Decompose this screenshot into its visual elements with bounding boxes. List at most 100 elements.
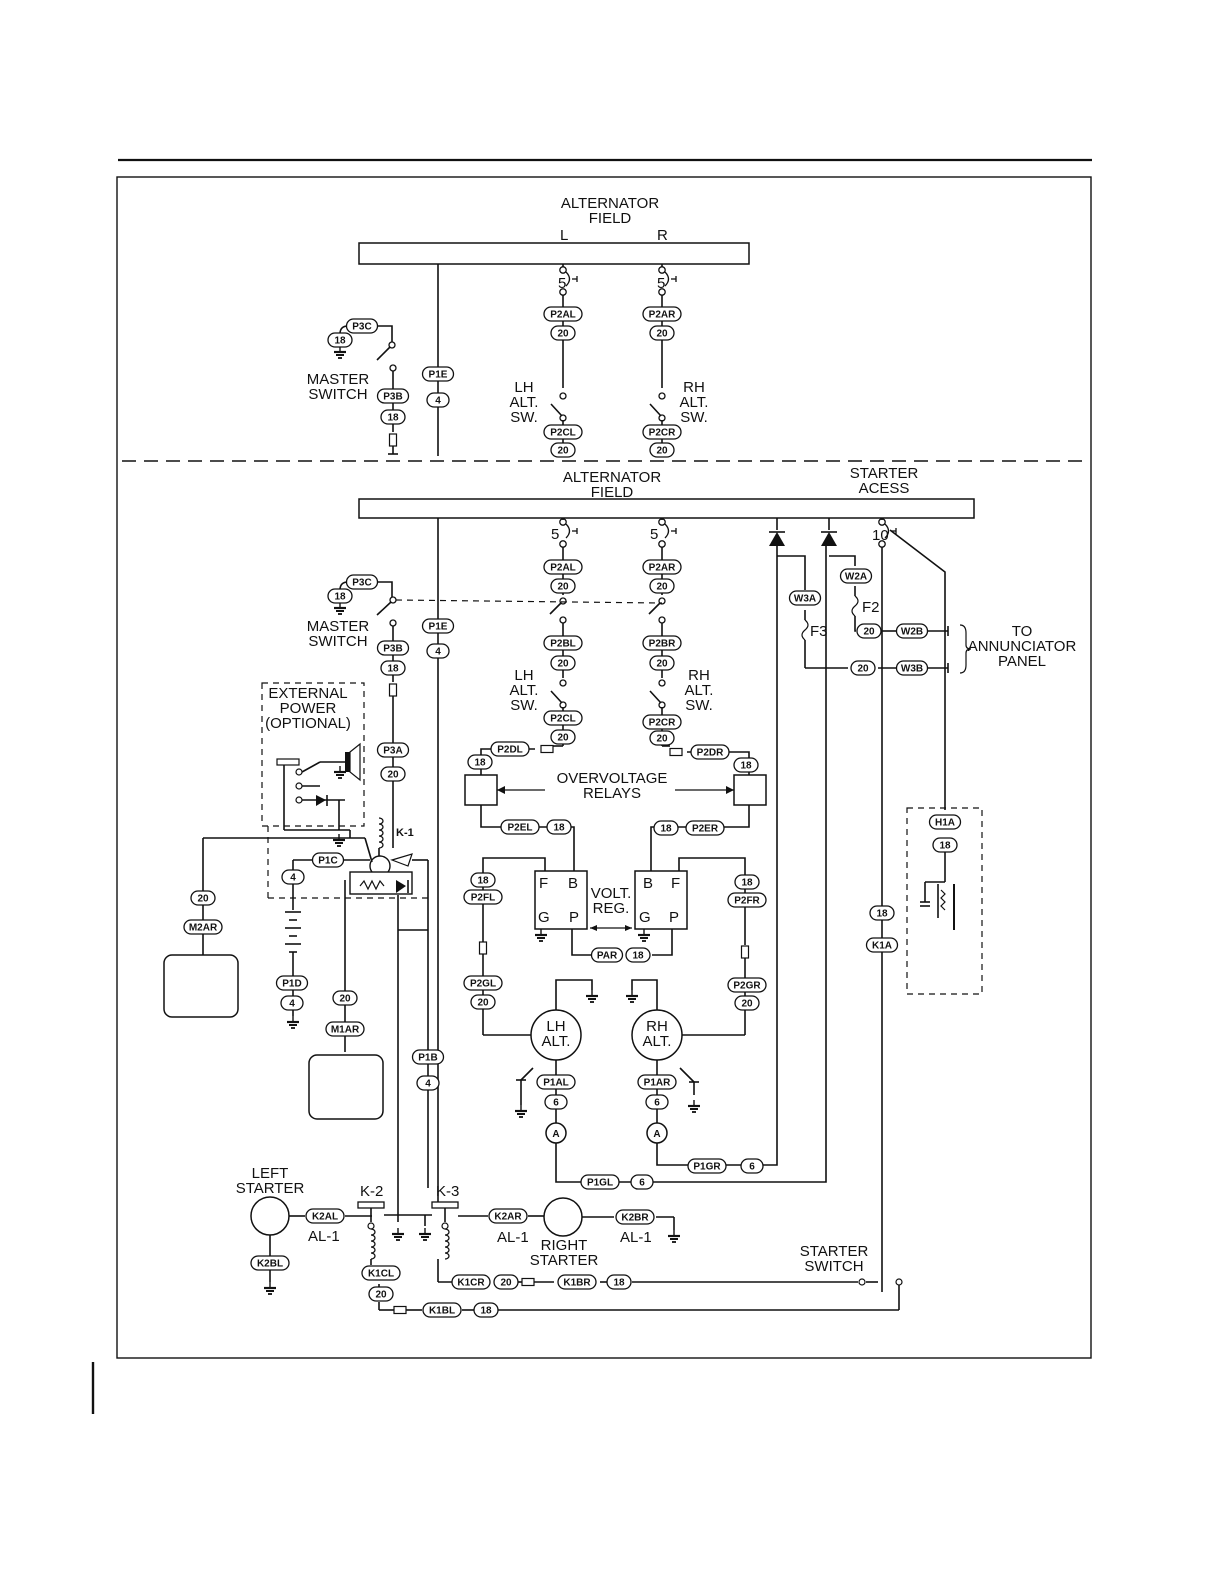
- wire-tag-bot-w3a: W3A: [788, 590, 822, 606]
- wire-tag-bot-k1cr-g: 20: [493, 1274, 519, 1290]
- wire-tag-bot-k1cl: K1CL: [361, 1265, 401, 1281]
- wire-tag-bot-m2ar: M2AR: [183, 919, 223, 935]
- wire-tag-bot-p1b: P1B: [411, 1049, 445, 1065]
- wire-tag-bot-w3b-g: 20: [850, 660, 876, 676]
- voltage-regulator-right: [634, 870, 688, 930]
- wire-tag-bot-p2bl-g: 20: [550, 655, 576, 671]
- wire-tag-text-bot-p2gr-g: 20: [741, 999, 753, 1010]
- wire-tag-text-bot-k1cl: K1CL: [368, 1269, 394, 1280]
- fuse-f2-label: F2: [862, 599, 880, 616]
- wire-tag-text-bot-p2er: P2ER: [692, 824, 719, 835]
- wire-tag-text-bot-k1bl-g: 18: [480, 1306, 492, 1317]
- wire-tag-text-bot-p1b: P1B: [418, 1053, 437, 1064]
- wire-tag-bot-p1al: P1AL: [536, 1074, 576, 1090]
- wire-tag-text-bot-m1ar: M1AR: [331, 1025, 360, 1036]
- wire-tag-top-p2ar-gauge: 20: [649, 325, 675, 341]
- bottom-wire-labels: P3C18P3B18P1E4P2AL20P2AR20P2BL20P2BR20P2…: [183, 559, 962, 1318]
- voltage-regulator-left: [534, 870, 588, 930]
- wire-tag-bot-k2al: K2AL: [305, 1208, 345, 1224]
- wire-tag-bot-p1gr: P1GR: [687, 1158, 727, 1174]
- wire-tag-bot-p1e-g: 4: [426, 643, 450, 659]
- reg-right-f: F: [671, 875, 680, 892]
- left-starter: [250, 1196, 290, 1236]
- wire-tag-bot-par: PAR: [590, 947, 624, 963]
- wire-tag-bot-p1gl-g: 6: [630, 1174, 654, 1190]
- wire-tag-text-bot-k1cl-g: 20: [375, 1290, 387, 1301]
- wire-tag-text-bot-k1bl: K1BL: [429, 1306, 455, 1317]
- reg-left-b: B: [568, 875, 578, 892]
- wire-tag-text-bot-p3a: P3A: [383, 746, 402, 757]
- wire-tag-bot-w3b: W3B: [895, 660, 929, 676]
- wire-tag-bot-p3c: P3C: [345, 574, 379, 590]
- breaker-starter: 10: [872, 527, 889, 544]
- wire-tag-bot-p2dr: P2DR: [690, 744, 730, 760]
- wire-tag-text-top-p2cl-gauge: 20: [557, 446, 569, 457]
- al1-label-left: AL-1: [308, 1228, 340, 1245]
- wire-tag-bot-p1e: P1E: [421, 618, 455, 634]
- wire-tag-bot-w2a: W2A: [839, 568, 873, 584]
- wire-tag-text-bot-p1b-g: 4: [425, 1079, 431, 1090]
- wire-tag-text-bot-k2bl: K2BL: [257, 1259, 283, 1270]
- load-box-center: [308, 1054, 384, 1120]
- wire-tag-text-bot-w2b-g: 20: [863, 627, 875, 638]
- wire-tag-text-bot-p2dl-g: 18: [474, 758, 486, 769]
- wire-tag-text-bot-p2fr: P2FR: [734, 896, 760, 907]
- wire-tag-text-top-p3c: P3C: [352, 322, 371, 333]
- wire-tag-bot-k1bl-g: 18: [473, 1302, 499, 1318]
- wire-tag-text-bot-h1a-g: 18: [939, 841, 951, 852]
- wire-tag-text-top-p3c-gauge: 18: [334, 336, 346, 347]
- wire-tag-text-bot-p3b-g: 18: [387, 664, 399, 675]
- wire-tag-text-top-p1e-gauge: 4: [435, 396, 441, 407]
- wire-tag-bot-p2fr-g: 18: [734, 874, 760, 890]
- wire-tag-text-bot-p1gl: P1GL: [587, 1178, 613, 1189]
- al1-label-right: AL-1: [620, 1229, 652, 1246]
- wire-tag-bot-p1gl: P1GL: [580, 1174, 620, 1190]
- relay-k2-label: K-2: [360, 1183, 383, 1200]
- wire-tag-bot-p2dl: P2DL: [490, 741, 530, 757]
- wire-tag-bot-p2gr: P2GR: [727, 977, 767, 993]
- wire-tag-text-bot-m2ar-g: 20: [197, 894, 209, 905]
- wire-tag-text-bot-w3a: W3A: [794, 594, 816, 605]
- wire-tag-bot-p2cl: P2CL: [543, 710, 583, 726]
- bottom-bus-bar: [358, 498, 975, 519]
- wire-tag-bot-p2br: P2BR: [642, 635, 682, 651]
- wire-tag-top-p1e: P1E: [421, 366, 455, 382]
- wire-tag-bot-p3b: P3B: [376, 640, 410, 656]
- wire-tag-bot-p2el-g: 18: [546, 819, 572, 835]
- wire-tag-text-top-p3b-gauge: 18: [387, 413, 399, 424]
- wire-tag-text-bot-w2a: W2A: [845, 572, 867, 583]
- wire-tag-text-bot-p3c: P3C: [352, 578, 371, 589]
- lh-ammeter-label: A: [552, 1129, 559, 1140]
- wire-tag-bot-p2dr-g: 18: [733, 757, 759, 773]
- wire-tag-text-bot-k1cr-g: 20: [500, 1278, 512, 1289]
- external-power-box: [261, 682, 365, 827]
- wire-tag-bot-p3b-g: 18: [380, 660, 406, 676]
- wire-tag-top-p2cl: P2CL: [543, 424, 583, 440]
- wire-tag-bot-k1br-g: 18: [606, 1274, 632, 1290]
- wire-tag-text-bot-k1br-g: 18: [613, 1278, 625, 1289]
- wire-tag-bot-m1ar-g: 20: [332, 990, 358, 1006]
- wire-tag-text-top-p2cr: P2CR: [649, 428, 676, 439]
- wire-tag-text-bot-p1c-g: 4: [290, 873, 296, 884]
- reg-right-b: B: [643, 875, 653, 892]
- wire-tag-top-p2al-gauge: 20: [550, 325, 576, 341]
- bottom-breaker-left: 5: [551, 526, 559, 543]
- reg-right-p: P: [669, 909, 679, 926]
- wire-tag-bot-p2al: P2AL: [543, 559, 583, 575]
- wire-tag-bot-p2gl-g: 20: [470, 994, 496, 1010]
- wire-tag-text-bot-p2fr-g: 18: [741, 878, 753, 889]
- wire-tag-text-bot-p2fl: P2FL: [471, 893, 495, 904]
- wire-tag-text-bot-p2el: P2EL: [507, 823, 532, 834]
- wire-tag-top-p2cl-gauge: 20: [550, 442, 576, 458]
- fuse-f3-label: F3: [810, 623, 828, 640]
- wire-tag-text-bot-w3b: W3B: [901, 664, 923, 675]
- wire-tag-text-bot-m2ar: M2AR: [189, 923, 218, 934]
- wire-tag-text-bot-p2cr: P2CR: [649, 718, 676, 729]
- wire-tag-text-bot-p1ar: P1AR: [644, 1078, 671, 1089]
